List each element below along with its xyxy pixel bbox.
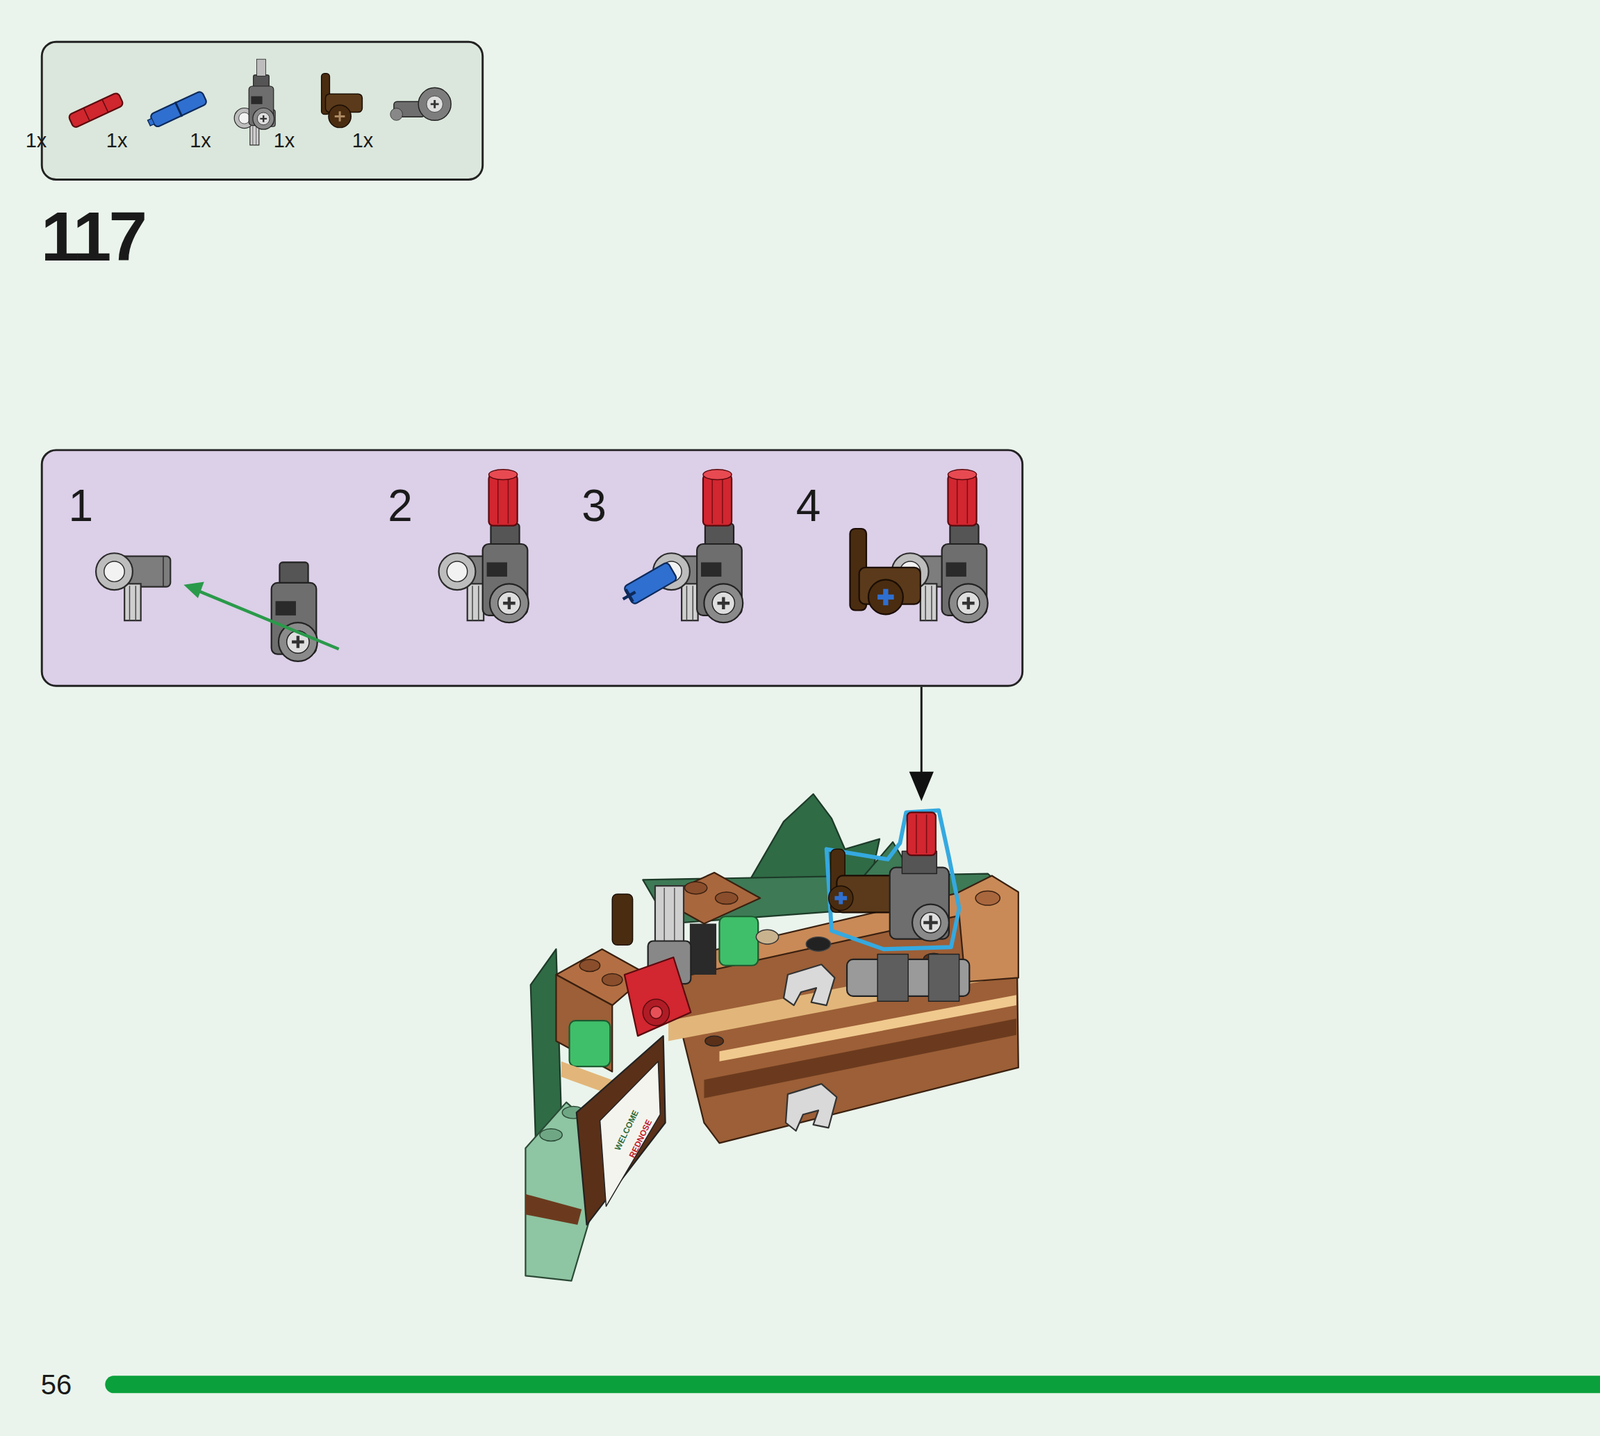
parts-panel-part: [426, 95, 444, 113]
model-illustration-part: [705, 1035, 724, 1047]
model-illustration-part: [783, 964, 835, 1006]
model-illustration: [525, 794, 1018, 1282]
parts-panel-part: [390, 87, 451, 121]
parts-panel-part: [68, 92, 125, 129]
parts-panel-part: [257, 59, 267, 76]
model-illustration-part: [828, 885, 854, 911]
parts-panel-part: [328, 104, 351, 128]
substep-panel-part: [482, 523, 529, 624]
parts-panel-part: [83, 108, 90, 122]
substep-panel-part: [271, 562, 318, 662]
placement-arrow: [909, 687, 934, 802]
model-illustration-part: [912, 904, 950, 942]
placement-arrow-part: [909, 771, 934, 802]
parts-panel-part: [248, 75, 274, 130]
model-illustration-part: [525, 1194, 582, 1225]
parts-panel-part: [390, 108, 403, 121]
substep-panel-part: [877, 589, 895, 606]
model-illustration-part: [915, 814, 917, 854]
part-quantity: 1x: [25, 130, 48, 151]
model-illustration-part: [805, 937, 831, 952]
model-illustration-part: [624, 957, 691, 1036]
substep-panel-part: [947, 469, 977, 526]
parts-panel-part: [68, 92, 125, 129]
part-quantity: 1x: [106, 130, 128, 151]
substep-number: 3: [581, 483, 607, 529]
substep-panel-part: [868, 579, 904, 615]
parts-panel-part: [149, 90, 208, 128]
substep-number: 1: [68, 483, 94, 529]
model-illustration-part: [834, 892, 847, 905]
model-illustration-part: [975, 891, 1000, 906]
model-illustration-part: [576, 1035, 666, 1225]
model-illustration-part: [926, 814, 927, 854]
parts-panel-part: [175, 102, 183, 117]
model-illustration-part: [755, 929, 779, 945]
model-illustration-part: [642, 999, 670, 1026]
substep-panel-part: [703, 469, 732, 526]
model-illustration-part: [826, 810, 960, 950]
substep-panel-part: [95, 553, 171, 621]
model-illustration-part: [719, 994, 1016, 1061]
page-bar: [104, 1375, 1600, 1393]
model-illustration-part: [663, 887, 665, 945]
substep-panel-part: [942, 523, 988, 624]
parts-list-panel: 1x1x1x1x1x: [41, 41, 483, 180]
parts-panel-part: [102, 99, 109, 113]
part-quantity: 1x: [273, 130, 296, 151]
placement-arrow-part: [920, 687, 923, 779]
model-illustration-part: [923, 915, 938, 931]
parts-panel-part: [41, 41, 483, 180]
substep-panel: [41, 450, 1022, 686]
model-illustration-part: [928, 954, 960, 1002]
model-illustration-part: [785, 1083, 837, 1132]
model-illustration-part: [602, 974, 623, 987]
page-bar-part: [104, 1375, 1600, 1393]
parts-panel-part: [321, 73, 363, 128]
substep-panel-part: [183, 581, 204, 599]
substep-number: 4: [796, 483, 822, 529]
substep-panel-part: [696, 523, 743, 624]
part-quantity: 1x: [189, 130, 212, 151]
parts-panel-part: [418, 87, 451, 121]
model-illustration-part: [877, 954, 909, 1002]
model-illustration-part: [719, 916, 758, 966]
parts-panel-part: [334, 111, 346, 122]
model-illustration-part: [569, 1020, 611, 1067]
step-number: 117: [40, 201, 145, 271]
substep-number: 2: [387, 483, 413, 529]
model-illustration-part: [655, 885, 684, 947]
substep-panel-part: [617, 561, 678, 608]
parts-panel: [41, 41, 483, 180]
model-illustration-part: [650, 1006, 663, 1020]
parts-panel-part: [145, 89, 208, 131]
model-illustration-part: [715, 892, 738, 905]
model-illustration-part: [555, 974, 613, 1072]
parts-panel-part: [147, 118, 155, 126]
model-illustration-part: [579, 959, 600, 972]
model-illustration-part: [600, 1061, 661, 1207]
model-illustration-part: [907, 812, 936, 856]
substep-panel-part: [195, 589, 340, 649]
model-illustration-part: [689, 924, 717, 975]
model-illustration-part: [539, 1128, 563, 1142]
model-illustration-part: [673, 887, 675, 945]
model-illustration-part: [685, 881, 708, 895]
model-illustration-part: [612, 894, 633, 945]
substep-panel-part: [41, 450, 1022, 686]
page-number: 56: [40, 1370, 73, 1399]
model-illustration-part: [920, 912, 941, 933]
parts-panel-part: [234, 59, 276, 146]
parts-panel-part: [430, 100, 440, 109]
part-quantity: 1x: [352, 130, 374, 151]
substep-panel: 1 2 3 4: [41, 450, 1022, 686]
substep-panel-part: [489, 469, 518, 526]
substep-panel-part: [619, 585, 640, 606]
